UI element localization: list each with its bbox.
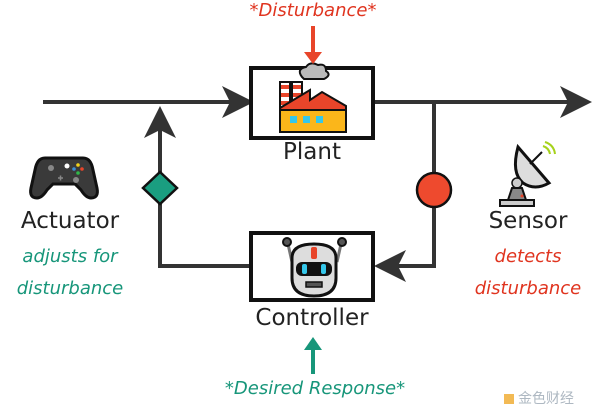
sensor-note-line2: disturbance — [474, 278, 582, 299]
factory-icon — [279, 62, 347, 133]
gamepad-icon — [29, 156, 99, 200]
actuator-marker — [141, 170, 179, 206]
actuator-note-line1: adjusts for — [22, 246, 118, 267]
plant-label: Plant — [283, 139, 341, 165]
disturbance-label: *Disturbance* — [249, 0, 377, 21]
feedback-actuator-line — [144, 106, 250, 268]
watermark-logo-icon — [504, 394, 514, 404]
actuator-label: Actuator — [20, 208, 120, 234]
watermark-text: 金色财经 — [518, 391, 574, 407]
sensor-label: Sensor — [488, 208, 568, 234]
disturbance-arrowhead — [304, 52, 322, 64]
feedback-sensor-line — [374, 102, 436, 282]
sensor-marker — [415, 171, 453, 209]
watermark: 金色财经 — [484, 388, 594, 408]
desired-response-label: *Desired Response* — [224, 378, 406, 399]
robot-icon — [282, 237, 347, 298]
actuator-note-line2: disturbance — [16, 278, 124, 299]
desired-response-arrowhead — [304, 337, 322, 350]
controller-label: Controller — [255, 305, 369, 331]
sensor-note-line1: detects — [494, 246, 562, 267]
satellite-dish-icon — [499, 141, 556, 207]
